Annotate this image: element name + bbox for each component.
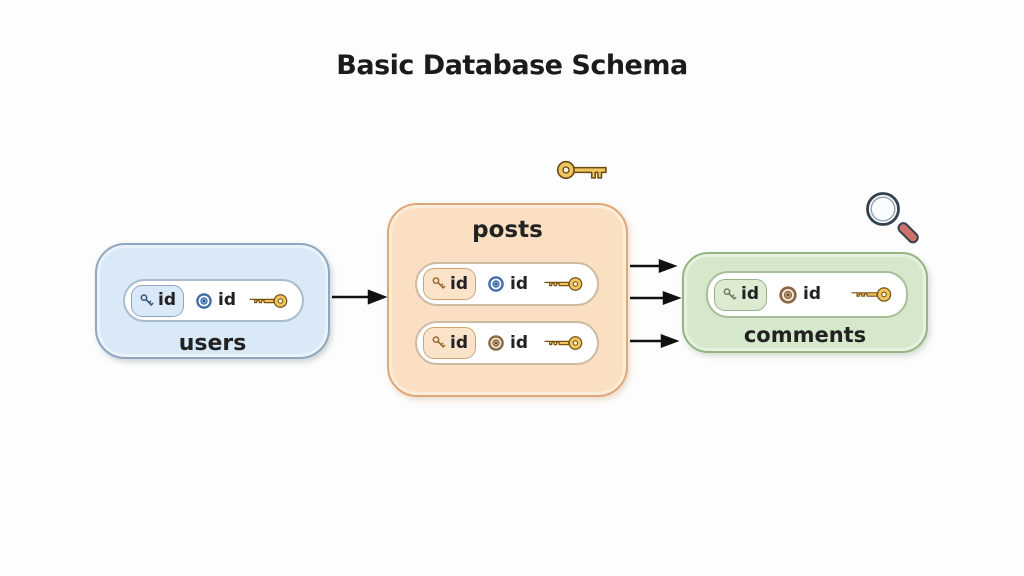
users-pk-label: id [158, 290, 176, 310]
primary-key-icon [722, 287, 738, 303]
comments-ref-label: id [803, 284, 821, 304]
comments-id-field-row: id id [706, 271, 908, 318]
users-entity-label: users [178, 331, 247, 356]
diagram-title: Basic Database Schema [336, 50, 688, 81]
comments-pk-label: id [741, 284, 759, 304]
posts-id-field-row-2: id id [415, 321, 599, 365]
primary-key-icon [431, 276, 447, 292]
posts-ref-field-2: id [487, 334, 528, 352]
posts-ref-label-2: id [510, 332, 528, 353]
users-primary-key-box: id [131, 284, 184, 317]
brown-target-icon [487, 334, 505, 352]
gold-key-icon [849, 285, 893, 304]
gold-key-icon [542, 334, 584, 352]
users-ref-label: id [218, 290, 236, 310]
posts-primary-key-box-1: id [423, 268, 476, 300]
primary-key-icon [139, 293, 155, 309]
gold-key-icon [556, 156, 610, 188]
posts-pk-label-2: id [450, 332, 468, 353]
users-ref-field: id [195, 292, 236, 310]
brown-target-icon [778, 285, 798, 305]
posts-ref-label-1: id [510, 273, 528, 294]
posts-pk-label-1: id [450, 273, 468, 294]
blue-target-icon [487, 275, 505, 293]
blue-target-icon [195, 292, 213, 310]
entity-comments: id id comments [682, 252, 928, 353]
posts-ref-field-1: id [487, 275, 528, 293]
posts-entity-label: posts [472, 217, 543, 243]
posts-id-field-row-1: id id [415, 262, 599, 306]
entity-users: id id users [95, 243, 330, 359]
magnifier-icon [860, 188, 924, 252]
comments-primary-key-box: id [714, 278, 767, 311]
comments-entity-label: comments [743, 323, 867, 347]
gold-key-icon [542, 275, 584, 293]
comments-ref-field: id [778, 285, 821, 305]
entity-posts: posts id id [387, 203, 628, 397]
users-id-field-row: id id [123, 279, 304, 322]
primary-key-icon [431, 335, 447, 351]
posts-primary-key-box-2: id [423, 327, 476, 359]
gold-key-icon [247, 292, 289, 310]
